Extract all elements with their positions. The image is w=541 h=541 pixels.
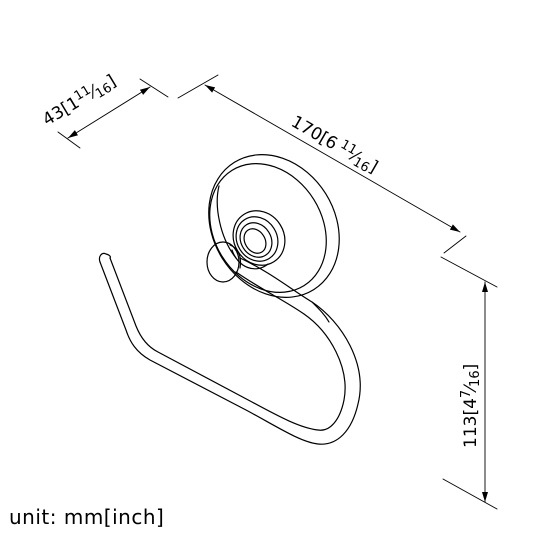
wall-flange [208, 154, 340, 298]
depth-dimension: 43[111⁄16] [38, 69, 169, 149]
toilet-paper-holder-illustration [98, 154, 361, 445]
height-dimension: 113[47⁄16] [440, 256, 498, 510]
depth-extension-line-right [139, 78, 169, 98]
width-dimension-line [204, 84, 461, 233]
end-cap-knob [206, 241, 242, 283]
paper-arm [98, 252, 361, 445]
mounting-post [231, 210, 286, 270]
depth-extension-line-left [57, 131, 81, 149]
height-dimension-label: 113[47⁄16] [459, 364, 483, 448]
depth-dimension-label: 43[111⁄16] [38, 69, 120, 132]
depth-dimension-line [67, 86, 151, 139]
height-extension-line-bottom [442, 478, 498, 510]
width-extension-line-right [443, 235, 467, 254]
width-dimension-label: 170[611⁄16] [287, 110, 383, 179]
height-extension-line-top [440, 256, 498, 288]
unit-label: unit: mm[inch] [9, 505, 165, 529]
width-extension-line-left [177, 74, 219, 99]
